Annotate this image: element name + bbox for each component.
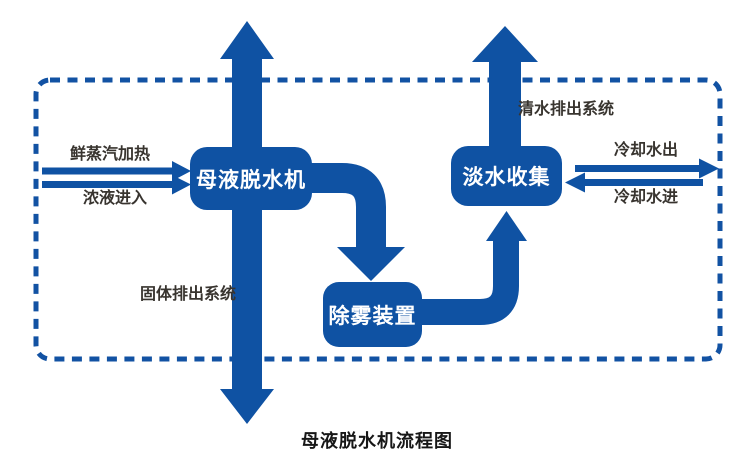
label-clean-water-outlet: 清水排出系统: [517, 101, 614, 118]
node-dehydrator: 母液脱水机: [190, 147, 312, 210]
label-solids-outlet: 固体排出系统: [139, 286, 236, 303]
node-demister: 除雾装置: [323, 282, 422, 347]
diagram-title: 母液脱水机流程图: [301, 431, 453, 451]
main-vertical-flow-arrow: [220, 21, 274, 424]
label-cooling-water-out: 冷却水出: [613, 142, 678, 159]
liquid-inlet-arrow-icon: [42, 175, 191, 195]
label-cooling-water-in: 冷却水进: [613, 189, 678, 206]
connector-dehydrator-to-demister: [310, 163, 386, 249]
clean-water-up-arrow-icon: [472, 26, 538, 150]
connector-dehydrator-to-demister-arrowhead-icon: [337, 247, 405, 281]
cooling-water-in-arrow-icon: [565, 172, 703, 193]
label-steam-inlet: 鲜蒸汽加热: [69, 146, 150, 163]
connector-demister-to-collector: [420, 240, 519, 325]
node-collector: 淡水收集: [451, 146, 562, 206]
cooling-water-out-arrow-icon: [575, 158, 719, 179]
steam-inlet-arrow-icon: [42, 161, 191, 181]
label-liquid-inlet: 浓液进入: [82, 190, 147, 207]
dashed-boundary: [33, 77, 723, 362]
connector-demister-to-collector-arrowhead-icon: [486, 211, 527, 241]
